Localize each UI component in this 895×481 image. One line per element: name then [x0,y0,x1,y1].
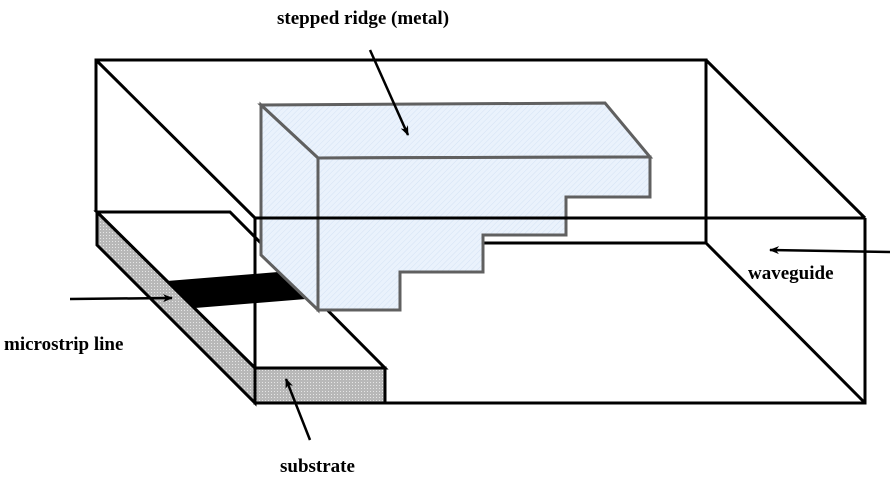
waveguide-arrow [769,246,891,255]
substrate-arrow [284,378,312,441]
label-substrate: substrate [280,456,355,477]
label-stepped-ridge: stepped ridge (metal) [277,8,450,29]
label-microstrip-line: microstrip line [4,334,124,355]
label-waveguide: waveguide [748,263,834,284]
waveguide-box [94,58,867,405]
stepped-ridge [257,101,654,314]
waveguide-front [253,216,867,405]
ridge-arrow [368,49,410,136]
microstrip-arrow [69,294,173,303]
annotation-arrows [69,49,891,441]
microstrip-line [167,272,306,308]
